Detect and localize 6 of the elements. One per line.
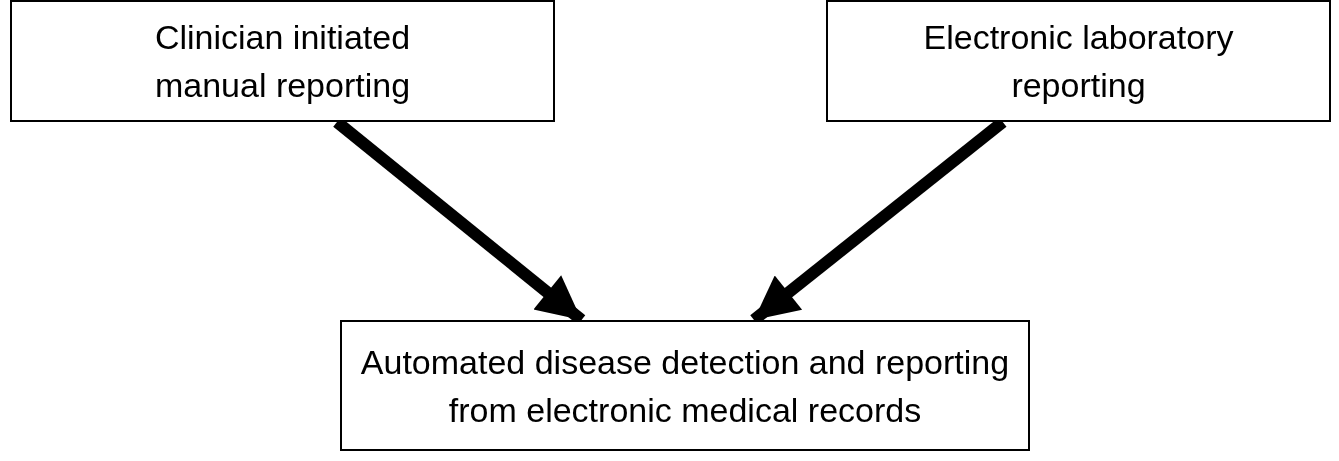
box-label: Automated disease detection and reporting from electronic medical records [359,341,1011,431]
process-box [826,0,1331,122]
box-label: Clinician initiated manual reporting [153,17,412,106]
process-box [10,0,555,122]
process-box [340,320,1030,451]
box-label: Electronic laboratory reporting [922,17,1235,106]
